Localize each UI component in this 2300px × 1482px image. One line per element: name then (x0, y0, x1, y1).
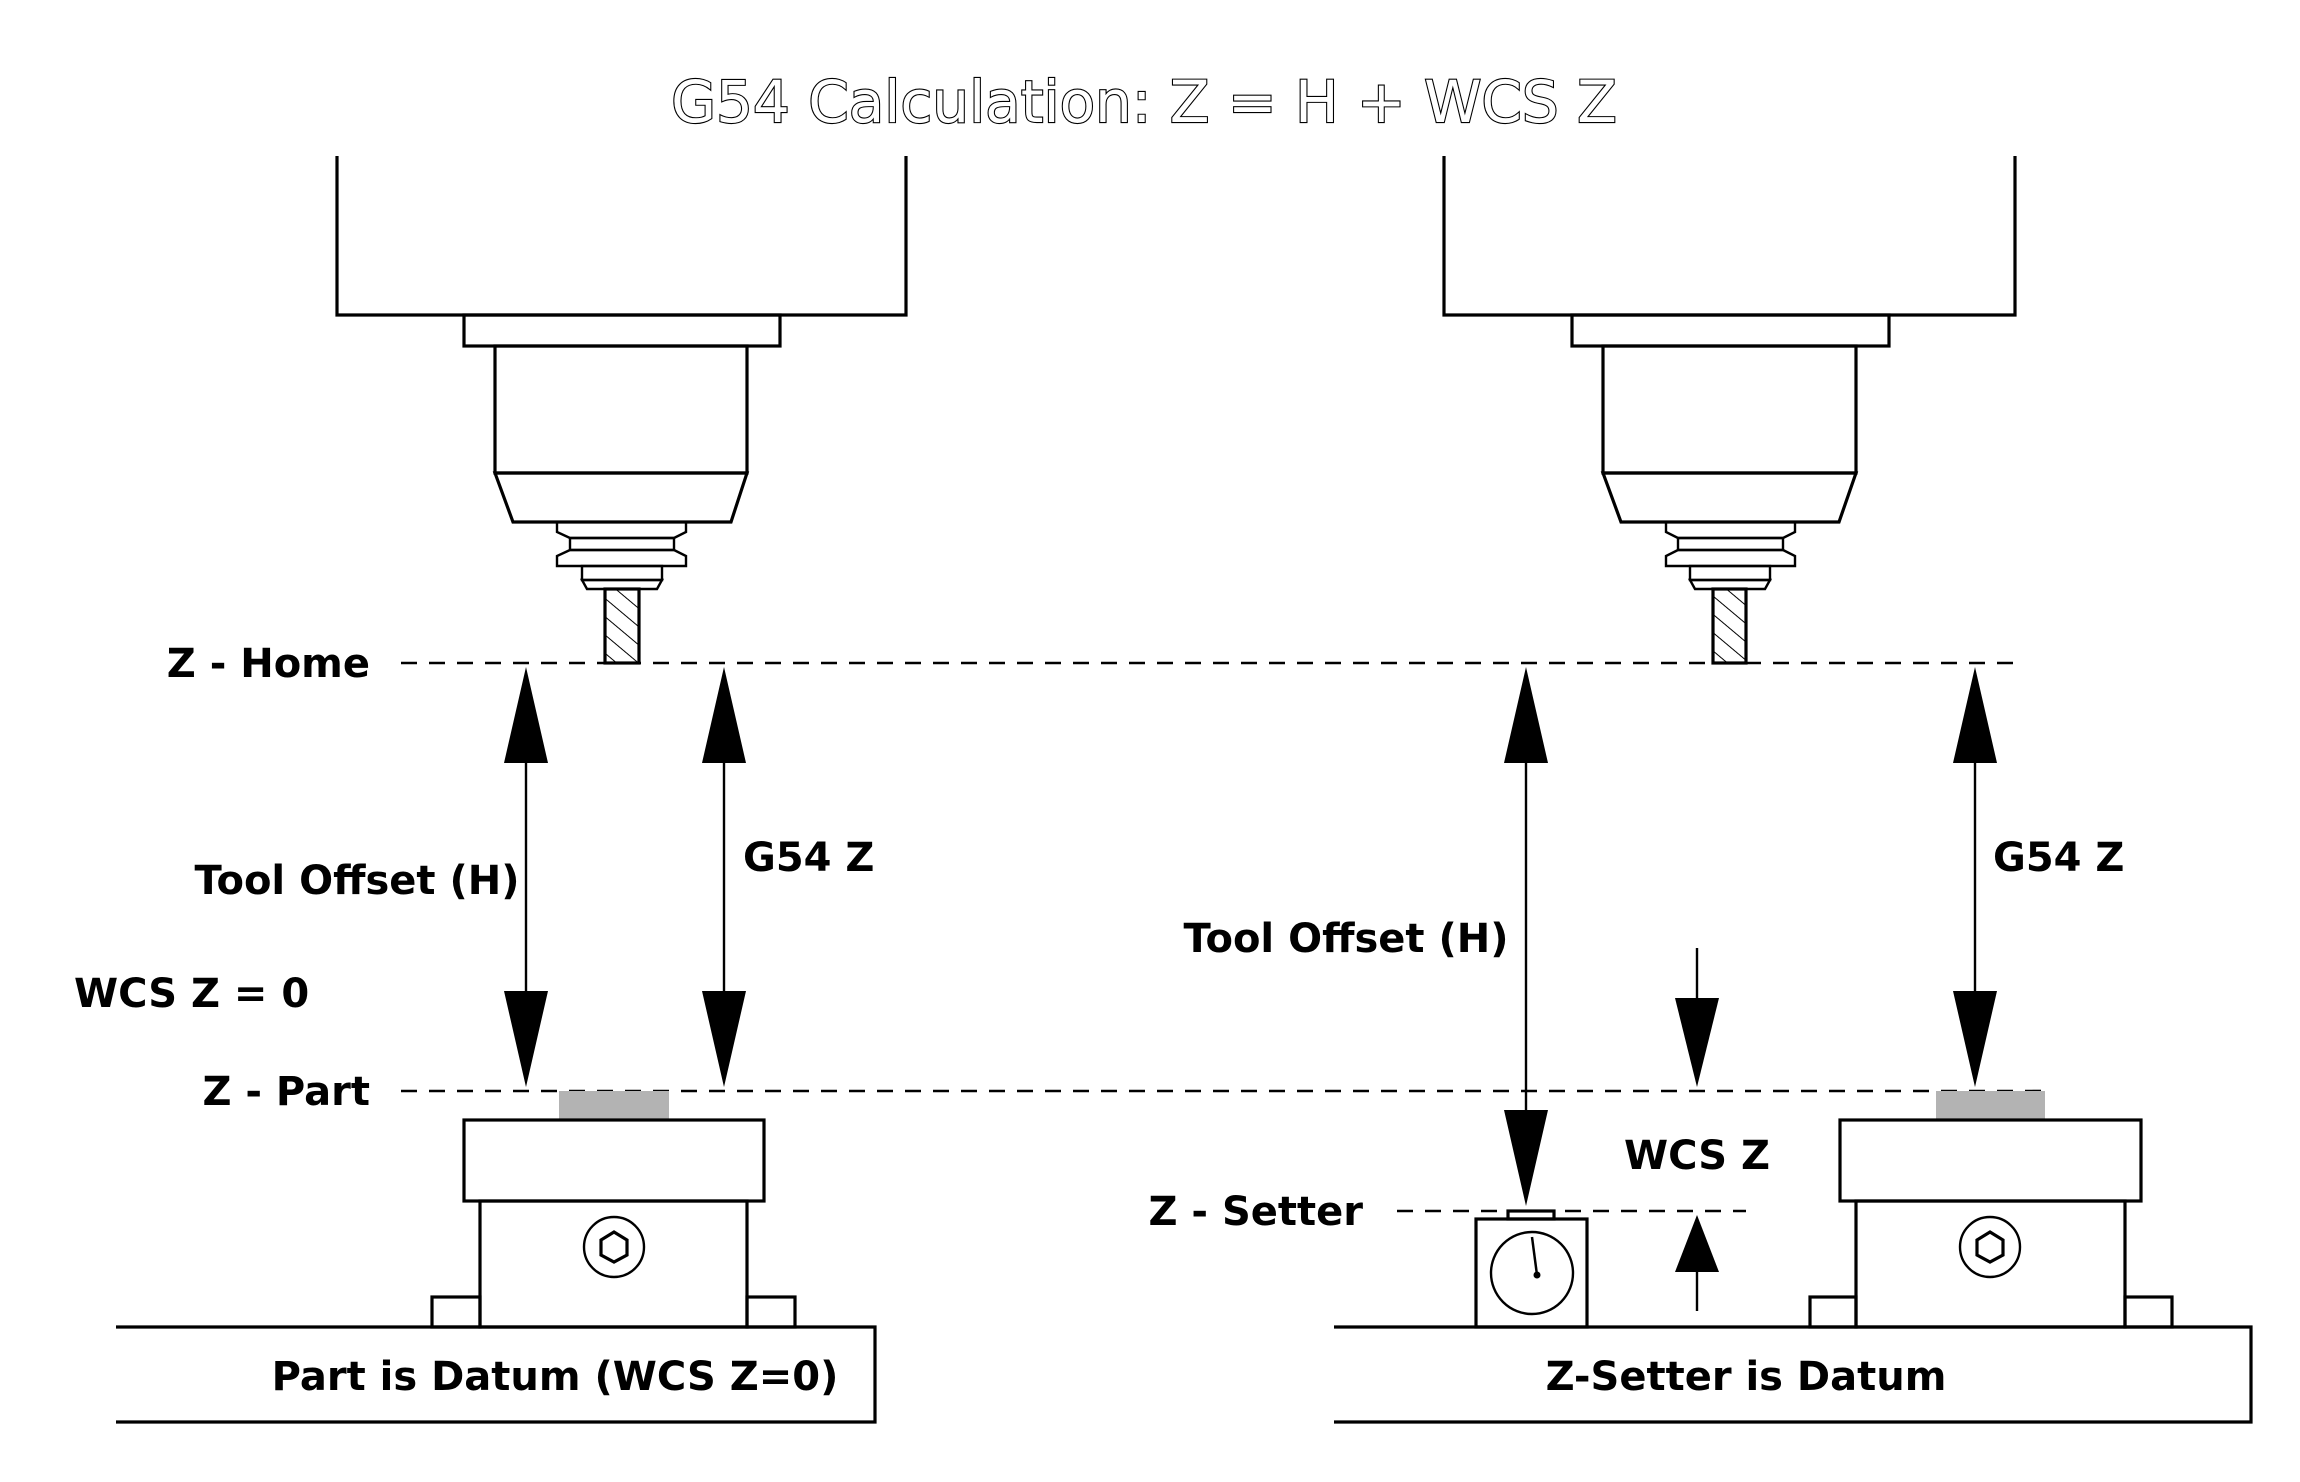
left-hex-bolt-icon (582, 1215, 646, 1279)
left-base-plate (116, 1325, 877, 1424)
right-g54-arrow (1953, 667, 1997, 1087)
left-spindle-icon (335, 156, 908, 665)
right-tool-offset-arrow (1504, 667, 1548, 1206)
right-base-plate (1334, 1325, 2253, 1424)
left-tool-offset-label: Tool Offset (H) (195, 858, 520, 904)
right-part (1936, 1091, 2045, 1120)
z-home-label: Z - Home (167, 641, 370, 687)
z-setter-label: Z - Setter (1149, 1189, 1364, 1235)
right-hex-bolt-icon (1958, 1215, 2022, 1279)
left-vise-icon (430, 1091, 797, 1329)
right-base-caption: Z-Setter is Datum (1546, 1354, 1947, 1400)
left-end-mill-icon (603, 587, 641, 665)
left-tool-offset-arrow (504, 667, 548, 1087)
wcs-z-label: WCS Z (1624, 1133, 1770, 1179)
wcs-z-up-arrow (1675, 1215, 1719, 1311)
wcs-zero-label: WCS Z = 0 (74, 971, 309, 1017)
right-end-mill-icon (1711, 587, 1748, 665)
right-tool-offset-label: Tool Offset (H) (1184, 916, 1509, 962)
wcs-z-down-arrow (1675, 948, 1719, 1087)
left-base-caption: Part is Datum (WCS Z=0) (272, 1354, 839, 1400)
right-g54-label: G54 Z (1993, 835, 2124, 881)
left-g54-label: G54 Z (743, 835, 874, 881)
z-setter-icon (1474, 1209, 1589, 1329)
left-g54-arrow (702, 667, 746, 1087)
left-part (559, 1091, 669, 1120)
diagram-title: G54 Calculation: Z = H + WCS Z (671, 68, 1617, 136)
right-spindle-icon (1442, 156, 2017, 665)
z-part-label: Z - Part (202, 1069, 370, 1115)
right-vise-icon (1808, 1091, 2174, 1329)
